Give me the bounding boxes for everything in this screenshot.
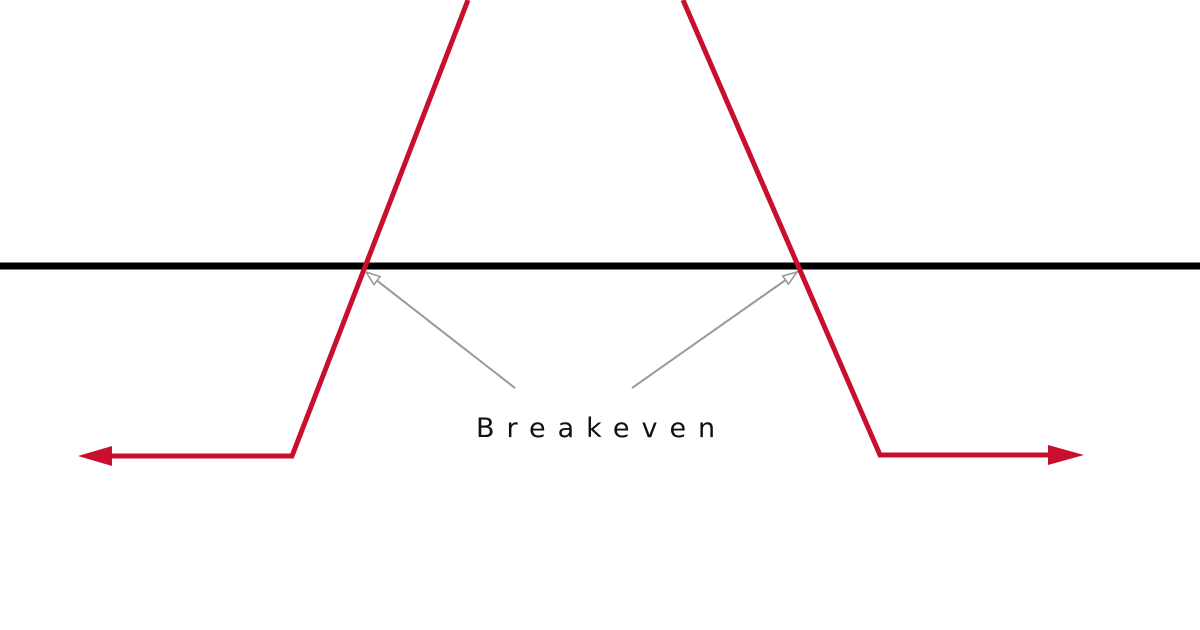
payoff-line — [108, 0, 471, 459]
payoff-line-right — [680, 0, 1050, 458]
right-breakeven-pointer — [631, 272, 797, 389]
left-breakeven-pointer — [366, 272, 516, 389]
right-arrowhead-icon — [1048, 445, 1084, 465]
breakeven-label: Breakeven — [476, 413, 727, 444]
left-arrowhead-icon — [78, 446, 112, 466]
